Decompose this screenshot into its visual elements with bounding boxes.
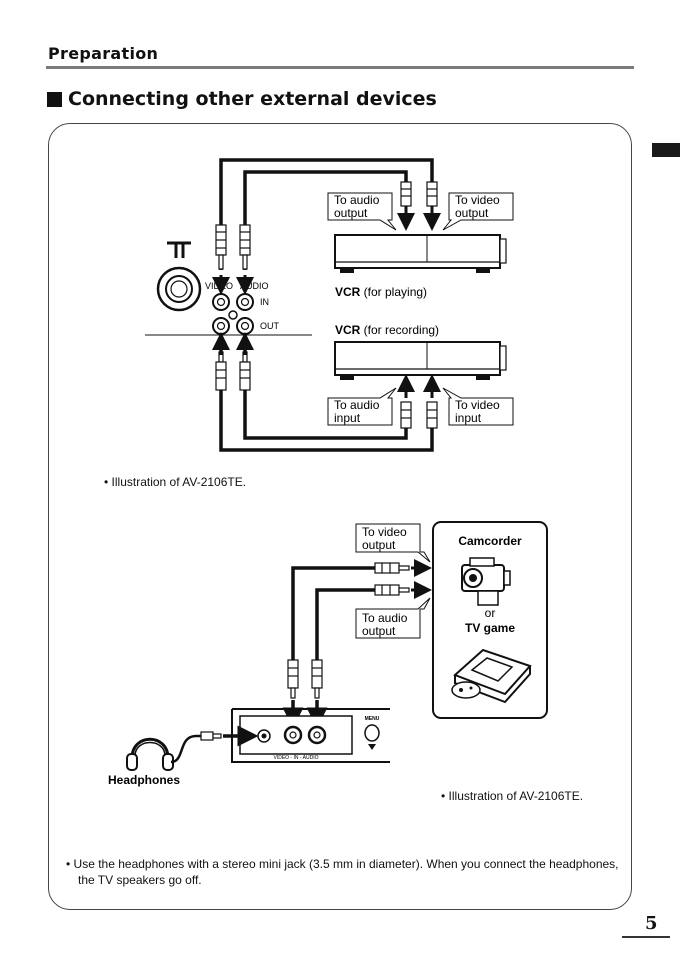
page-heading: Connecting other external devices <box>47 88 437 110</box>
callout-line-2: input <box>334 411 361 425</box>
plug-icon <box>215 351 438 429</box>
vcr-recording-icon <box>334 341 507 380</box>
or-label: or <box>485 606 496 620</box>
vcr-playing-rest: (for playing) <box>360 285 427 299</box>
jack-label-in: IN <box>260 297 269 307</box>
jack-label-video: VIDEO <box>205 281 233 291</box>
antenna-icon <box>167 241 191 258</box>
headphone-jack-icon <box>257 729 271 743</box>
out-indicator-icon <box>228 310 238 320</box>
vcr-recording-label: VCR (for recording) <box>335 323 439 337</box>
callout-line-2: output <box>362 538 396 552</box>
callout-to-video-input: To video input <box>442 387 514 426</box>
menu-button-icon <box>364 724 380 750</box>
headphone-cable <box>170 734 201 764</box>
callout-line-1: To audio <box>362 611 408 625</box>
headphones-icon <box>126 737 174 771</box>
section-title: Preparation <box>48 44 159 63</box>
video-output-cable <box>219 340 434 452</box>
callout-line-2: output <box>362 624 396 638</box>
vcr-recording-bold: VCR <box>335 323 361 337</box>
callout-line-1: To video <box>455 398 500 412</box>
video-cable-2 <box>291 566 375 660</box>
callout-line-2: output <box>455 206 489 220</box>
vcr-playing-bold: VCR <box>335 285 361 299</box>
callout-to-audio-output: To audio output <box>327 192 397 231</box>
audio-in-jack-icon <box>236 293 254 311</box>
section-rule <box>46 66 634 69</box>
callout-line-2: output <box>334 206 368 220</box>
page-number: 5 <box>645 913 658 934</box>
video-out-jack-icon <box>212 317 230 335</box>
video-input-cable <box>219 158 434 270</box>
game-console-icon <box>451 648 532 704</box>
callout-line-1: To audio <box>334 398 380 412</box>
vcr-recording-rest: (for recording) <box>360 323 439 337</box>
mini-plug-icon <box>200 731 222 741</box>
diagram-vcr: VIDEO AUDIO IN OUT <box>145 158 514 452</box>
vcr-playing-label: VCR (for playing) <box>335 285 427 299</box>
callout-to-video-output: To video output <box>442 192 514 231</box>
plug-icon <box>287 562 410 699</box>
audio-in-jack-icon <box>307 725 327 745</box>
camcorder-icon <box>461 557 511 606</box>
camcorder-label: Camcorder <box>458 534 522 548</box>
callout-to-audio-output-2: To audio output <box>355 597 431 639</box>
callout-to-audio-input: To audio input <box>327 387 397 426</box>
content-frame <box>48 123 632 910</box>
video-in-jack-icon <box>283 725 303 745</box>
diagram-camcorder: To video output To audio output <box>108 521 548 787</box>
callout-line-1: To video <box>362 525 407 539</box>
callout-to-video-output-2: To video output <box>355 523 431 563</box>
audio-input-cable <box>243 170 408 270</box>
callout-line-1: To audio <box>334 193 380 207</box>
plug-icon <box>215 224 251 270</box>
callout-line-1: To video <box>455 193 500 207</box>
page-number-rule <box>622 936 670 938</box>
tv-game-label: TV game <box>465 621 515 635</box>
jack-label-audio: AUDIO <box>240 281 269 291</box>
heading-text: Connecting other external devices <box>68 88 437 110</box>
antenna-jack-icon <box>156 266 202 312</box>
caption-camcorder: • Illustration of AV-2106TE. <box>441 789 584 803</box>
page-edge-tab <box>652 143 680 157</box>
heading-square-bullet <box>47 91 62 107</box>
audio-out-jack-icon <box>236 317 254 335</box>
callout-line-2: input <box>455 411 482 425</box>
headphones-label: Headphones <box>108 773 180 787</box>
panel-label: VIDEO - IN - AUDIO <box>273 755 318 761</box>
caption-vcr: • Illustration of AV-2106TE. <box>104 475 247 489</box>
menu-label: MENU <box>365 716 380 722</box>
audio-cable-2 <box>315 588 375 660</box>
footnote: • Use the headphones with a stereo mini … <box>66 857 619 887</box>
plug-icon <box>400 181 438 207</box>
jack-label-out: OUT <box>260 321 280 331</box>
vcr-playing-icon <box>334 234 507 273</box>
video-in-jack-icon <box>212 293 230 311</box>
